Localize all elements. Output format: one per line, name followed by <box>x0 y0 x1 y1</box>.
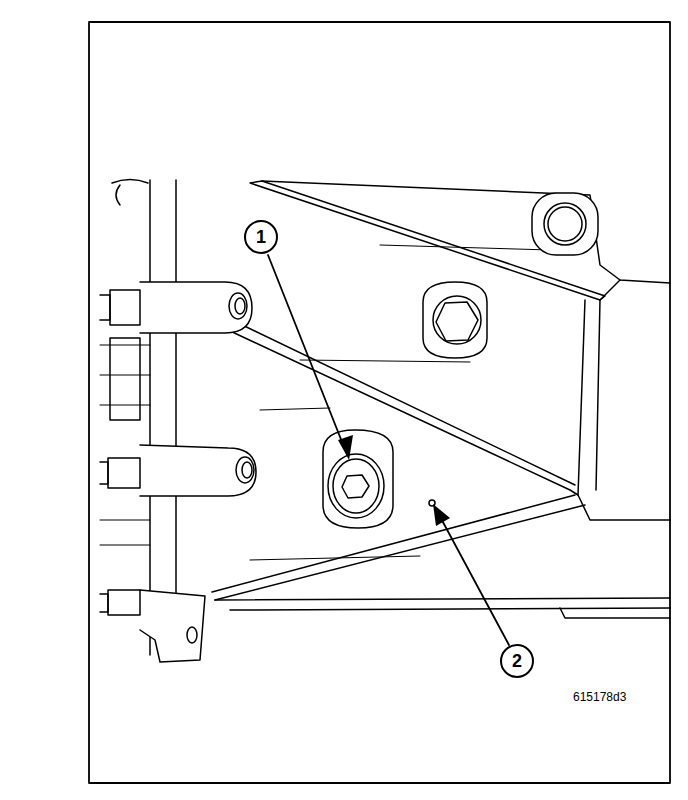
leader-arrowhead <box>338 435 353 460</box>
leader-arrowhead <box>433 504 450 526</box>
right-wall <box>578 300 670 520</box>
socket-bolt <box>323 430 393 528</box>
leader-line <box>437 511 509 645</box>
callout-number: 1 <box>244 220 278 254</box>
shaft <box>149 180 151 655</box>
middle-rib <box>228 330 578 495</box>
casting-edge <box>262 181 670 283</box>
bottom-flange <box>215 598 670 600</box>
leader-line <box>268 255 346 452</box>
figure-number: 615178d3 <box>573 690 626 704</box>
lower-rib <box>212 495 575 592</box>
shaft-boss <box>140 282 252 333</box>
upper-rib <box>250 181 605 300</box>
callout-number: 2 <box>500 644 534 678</box>
bolt-boss <box>532 193 598 255</box>
fitting <box>110 290 140 325</box>
figure-frame <box>89 22 670 783</box>
hex-bolt <box>423 282 487 358</box>
